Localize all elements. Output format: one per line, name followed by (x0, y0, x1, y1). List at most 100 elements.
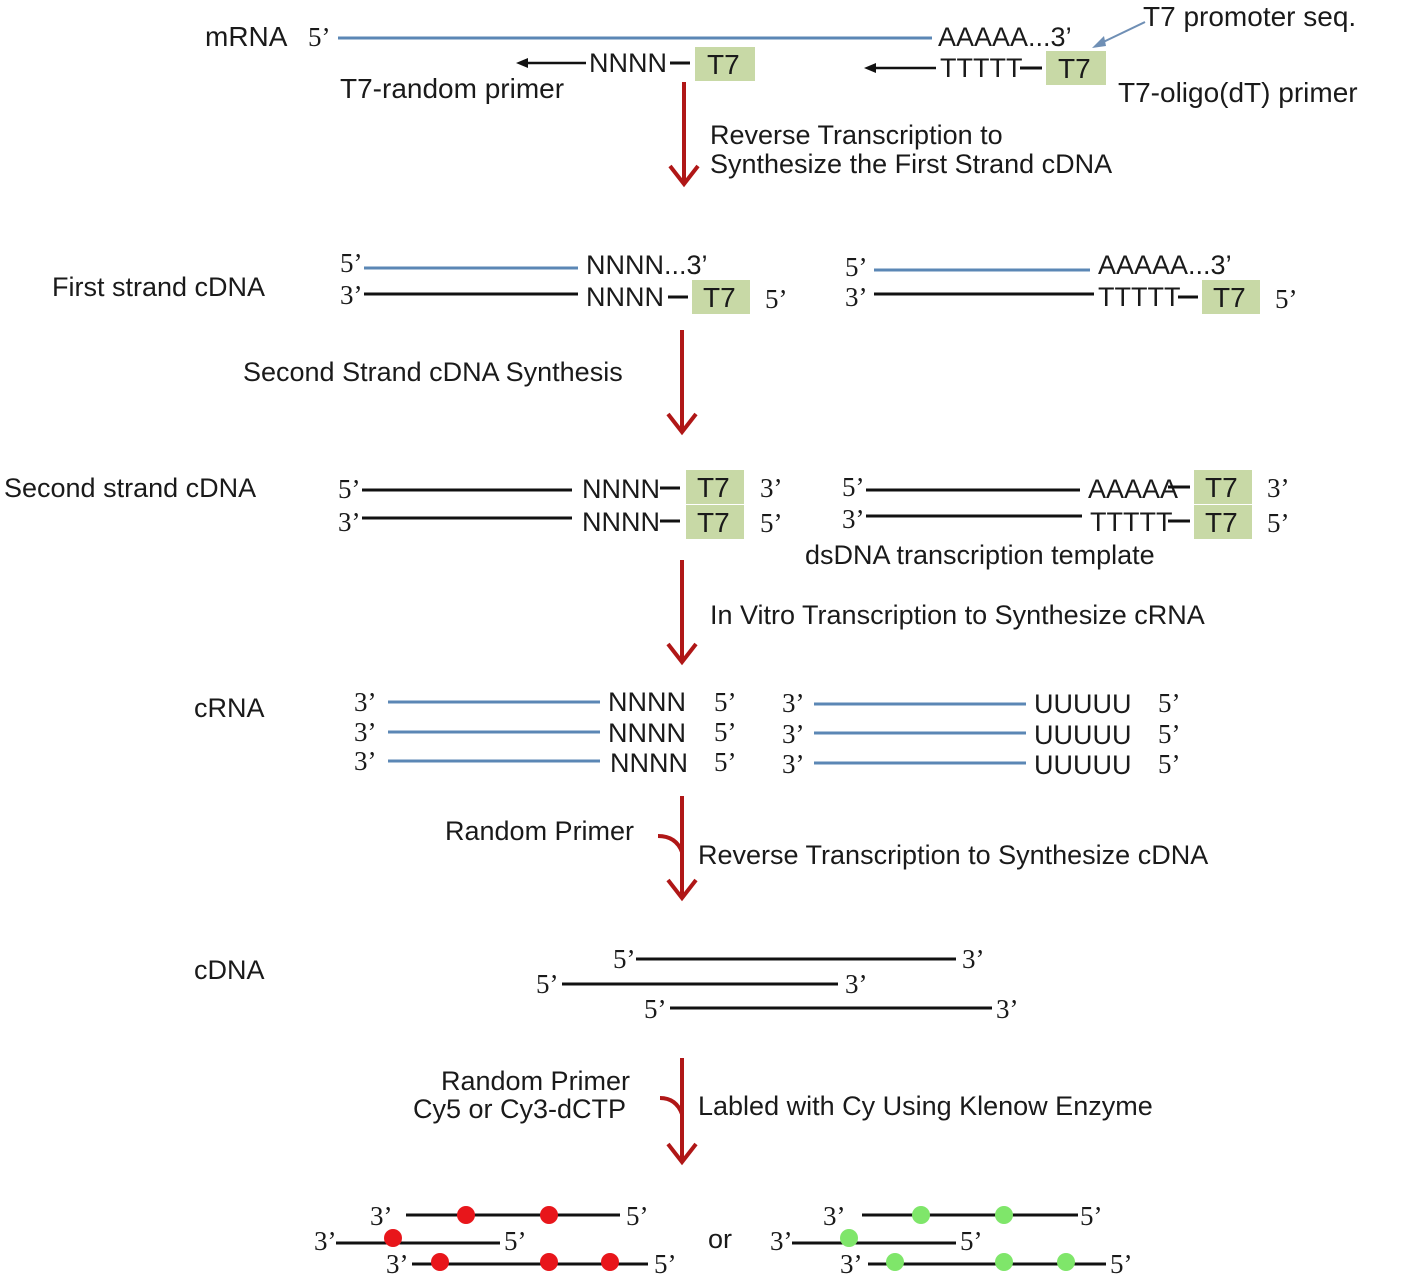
cy5-dye-spot (601, 1253, 619, 1271)
cy5-1-three: 3’ (370, 1201, 393, 1231)
fs-left-bottom-three: 3’ (340, 280, 363, 310)
step-second-strand-synthesis: Second Strand cDNA Synthesis (243, 330, 698, 436)
labeled-products: 3’ 5’ 3’ 5’ 3’ 5’ or 3’ 5’ 3’ 5’ 3’ (314, 1201, 1133, 1279)
fs-left-t7: T7 (703, 282, 736, 313)
cy3-dye-spot (886, 1253, 904, 1271)
cdna-2-three: 3’ (845, 969, 868, 999)
process-arrow-2-head (666, 412, 698, 436)
ss-right-top-five: 5’ (842, 472, 865, 502)
oligo-primer-arrowhead (864, 63, 876, 73)
crna-l2-five: 5’ (714, 717, 737, 747)
cy5-dye-spot (431, 1253, 449, 1271)
ss-right-bottom-t7: T7 (1205, 507, 1238, 538)
crna-r3-three: 3’ (782, 749, 805, 779)
cy5-3-five: 5’ (654, 1249, 677, 1279)
crna-l1-five: 5’ (714, 687, 737, 717)
ss-right-bottom-end: 5’ (1267, 508, 1290, 538)
cy3-1-five: 5’ (1080, 1201, 1103, 1231)
ss-right-bottom-ttttt: TTTTT (1090, 507, 1172, 537)
cy5-2-three: 3’ (314, 1226, 337, 1256)
stage-first-strand-label: First strand cDNA (52, 272, 265, 302)
cy3-dye-spot (840, 1229, 858, 1247)
crna-r3-five: 5’ (1158, 749, 1181, 779)
random-primer-arrowhead (516, 58, 528, 68)
ss-left-bottom-end: 5’ (760, 508, 783, 538)
crna-l1-three: 3’ (354, 687, 377, 717)
cy3-dye-spot (995, 1253, 1013, 1271)
ss-left-top-t7: T7 (697, 472, 730, 503)
crna-l1-nnnn: NNNN (608, 687, 686, 717)
cdna-2-five: 5’ (536, 969, 559, 999)
crna-section: cRNA 3’ NNNN 5’ 3’ NNNN 5’ 3’ NNNN 5’ 3’… (194, 687, 1181, 780)
process-arrow-5-head (666, 1142, 698, 1166)
stage-cdna-label: cDNA (194, 955, 265, 985)
ss-right-top-t7-box (1194, 470, 1252, 504)
step-klenow-label: Labled with Cy Using Klenow Enzyme (698, 1091, 1153, 1121)
cy3-2-five: 5’ (960, 1226, 983, 1256)
ss-left-top-five: 5’ (338, 474, 361, 504)
random-primer-label: T7-random primer (340, 73, 564, 104)
ss-right-bottom-three: 3’ (842, 504, 865, 534)
cy3-3-three: 3’ (840, 1249, 863, 1279)
process-arrow-4-head (666, 878, 698, 902)
stage-crna-label: cRNA (194, 693, 265, 723)
cy3-dye-spot (1057, 1253, 1075, 1271)
fs-right-top-five: 5’ (845, 252, 868, 282)
crna-r1-three: 3’ (782, 688, 805, 718)
ss-left-top-end: 3’ (760, 473, 783, 503)
cy3-dye-spot (995, 1206, 1013, 1224)
cy3-1-three: 3’ (823, 1201, 846, 1231)
cy3-3-five: 5’ (1110, 1249, 1133, 1279)
cdna-3-three: 3’ (996, 994, 1019, 1024)
step-rt-cdna: Random Primer Reverse Transcription to S… (445, 796, 1208, 902)
step-second-strand-label: Second Strand cDNA Synthesis (243, 357, 623, 387)
cdna-1-three: 3’ (962, 944, 985, 974)
fs-right-ttttt: TTTTT (1098, 282, 1180, 312)
crna-l3-nnnn: NNNN (610, 748, 688, 778)
step-rt-first-strand: Reverse Transcription to Synthesize the … (668, 82, 1112, 188)
crna-r1-five: 5’ (1158, 688, 1181, 718)
promoter-pointer-head (1092, 36, 1106, 48)
fs-left-top-five: 5’ (340, 248, 363, 278)
oligo-primer-t7-box (1046, 51, 1106, 85)
crna-l3-three: 3’ (354, 746, 377, 776)
second-strand-section: Second strand cDNA 5’ NNNN T7 3’ 3’ NNNN… (4, 470, 1290, 570)
mrna-section: mRNA 5’ AAAAA...3’ T7 promoter seq. NNNN… (205, 1, 1358, 108)
random-primer-nnnn: NNNN (589, 48, 667, 78)
ss-left-bottom-nnnn: NNNN (582, 507, 660, 537)
ss-right-top-aaaaa: AAAAA (1088, 474, 1178, 504)
t7-promoter-label: T7 promoter seq. (1143, 1, 1356, 32)
random-primer-t7: T7 (707, 49, 740, 80)
fs-right-t7: T7 (1213, 282, 1246, 313)
fs-right-aaaaa-three: AAAAA...3’ (1098, 250, 1232, 280)
step-ivt: In Vitro Transcription to Synthesize cRN… (666, 560, 1205, 666)
crna-r2-uuuuu: UUUUU (1034, 720, 1132, 750)
step-cy-dctp-label: Cy5 or Cy3-dCTP (413, 1094, 626, 1124)
first-strand-section: First strand cDNA 5’ NNNN...3’ 3’ NNNN T… (52, 248, 1298, 314)
cy3-dye-spot (912, 1206, 930, 1224)
process-arrow-3-head (666, 642, 698, 666)
crna-r2-three: 3’ (782, 719, 805, 749)
fs-right-t7-box (1202, 280, 1260, 314)
cdna-section: cDNA 5’ 3’ 5’ 3’ 5’ 3’ (194, 944, 1019, 1024)
stage-second-strand-label: Second strand cDNA (4, 473, 256, 503)
step-rt2-label: Reverse Transcription to Synthesize cDNA (698, 840, 1208, 870)
crna-l3-five: 5’ (714, 747, 737, 777)
step-labeling: Random Primer Cy5 or Cy3-dCTP Labled wit… (413, 1058, 1153, 1166)
crna-l2-three: 3’ (354, 717, 377, 747)
ss-left-bottom-t7-box (686, 505, 744, 539)
random-primer-t7-box (695, 47, 755, 81)
step-random-primer2-label: Random Primer (441, 1066, 630, 1096)
fs-left-t7-box (692, 280, 750, 314)
cy5-2-five: 5’ (504, 1226, 527, 1256)
crna-r2-five: 5’ (1158, 719, 1181, 749)
crna-r3-uuuuu: UUUUU (1034, 750, 1132, 780)
step-random-primer-label: Random Primer (445, 816, 634, 846)
ss-right-top-end: 3’ (1267, 473, 1290, 503)
process-arrow-4-branch (657, 834, 684, 853)
process-arrow-1-head (668, 164, 700, 188)
dsdna-template-label: dsDNA transcription template (805, 540, 1155, 570)
or-label: or (708, 1224, 732, 1254)
